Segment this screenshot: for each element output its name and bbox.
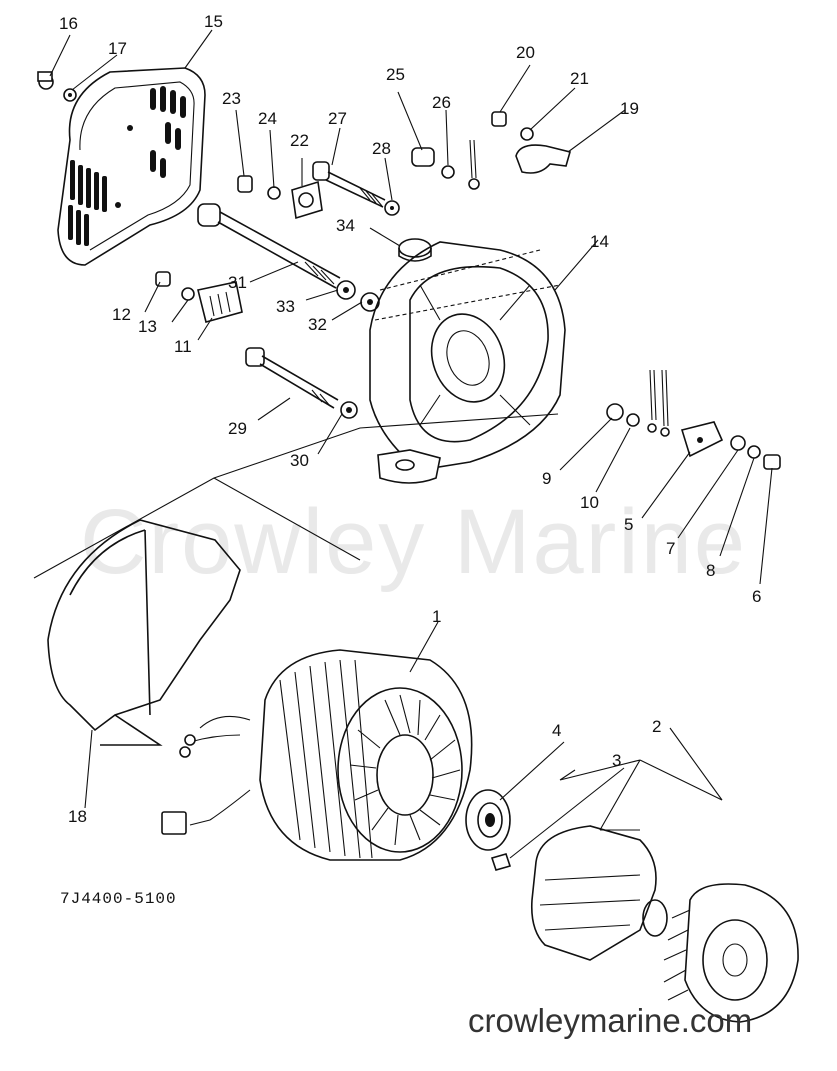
part-22-clamp [291, 180, 323, 220]
part-18-cover-band [47, 519, 241, 746]
part-30-washer [340, 401, 358, 419]
site-watermark-text: crowleymarine.com [468, 1002, 753, 1039]
callout-1: 1 [432, 607, 442, 626]
callout-23: 23 [222, 89, 241, 108]
part-14-bearing-housing [369, 241, 566, 484]
part-15-end-cover [57, 67, 206, 266]
callout-9: 9 [542, 469, 552, 488]
callout-28: 28 [372, 139, 391, 158]
part-2-rotor-fan [530, 825, 799, 1023]
part-26-washer [441, 165, 455, 179]
callout-21: 21 [570, 69, 589, 88]
part-1-stator [161, 649, 473, 861]
part-12-screw [155, 271, 171, 287]
callout-34: 34 [336, 216, 355, 235]
callout-24: 24 [258, 109, 277, 128]
part-11-rectifier [197, 281, 243, 323]
callout-29: 29 [228, 419, 247, 438]
callout-11: 11 [174, 337, 192, 356]
callout-33: 33 [276, 297, 295, 316]
part-29-bolt [245, 347, 339, 409]
callout-7: 7 [666, 539, 676, 558]
part-7-washer [730, 435, 746, 451]
part-31-through-bolt [197, 203, 341, 289]
part-wire-lead [468, 139, 480, 190]
part-6-screw [763, 454, 781, 470]
watermark: Crowley Marine [80, 491, 748, 593]
part-10-washer [626, 413, 640, 427]
diagram-code: 7J4400-5100 [60, 890, 177, 908]
callout-15: 15 [204, 12, 223, 31]
callout-12: 12 [112, 305, 131, 324]
part-17-washer [63, 88, 77, 102]
part-24-washer [267, 186, 281, 200]
callout-13: 13 [138, 317, 157, 336]
part-21-washer [520, 127, 534, 141]
callout-4: 4 [552, 721, 562, 740]
callout-20: 20 [516, 43, 535, 62]
part-3-key [490, 853, 512, 871]
part-25-plug [411, 147, 435, 167]
callout-10: 10 [580, 493, 599, 512]
callout-3: 3 [612, 751, 622, 770]
callout-2: 2 [652, 717, 662, 736]
part-23-bolt [237, 175, 253, 193]
callout-26: 26 [432, 93, 451, 112]
part-33-washer [336, 280, 356, 300]
callout-8: 8 [706, 561, 716, 580]
part-4-bearing [465, 789, 511, 851]
leader-lines [33, 29, 773, 859]
part-8-washer [747, 445, 761, 459]
callout-32: 32 [308, 315, 327, 334]
callout-27: 27 [328, 109, 347, 128]
callout-31: 31 [228, 273, 247, 292]
callout-19: 19 [620, 99, 639, 118]
callout-6: 6 [752, 587, 762, 606]
part-13-washer [181, 287, 195, 301]
part-5-brush-holder [680, 421, 724, 458]
callout-14: 14 [590, 232, 609, 251]
callout-30: 30 [290, 451, 309, 470]
callout-5: 5 [624, 515, 634, 534]
callout-17: 17 [108, 39, 127, 58]
part-wire-leads-5 [647, 369, 670, 437]
part-9-nut [606, 403, 624, 421]
callout-22: 22 [290, 131, 309, 150]
callout-18: 18 [68, 807, 87, 826]
part-27-bolt [312, 161, 386, 208]
part-16-bolt [37, 71, 54, 90]
callout-25: 25 [386, 65, 405, 84]
part-28-washer [384, 200, 400, 216]
part-19-bracket [515, 144, 571, 174]
part-20-screw [491, 111, 507, 127]
callout-16: 16 [59, 14, 78, 33]
